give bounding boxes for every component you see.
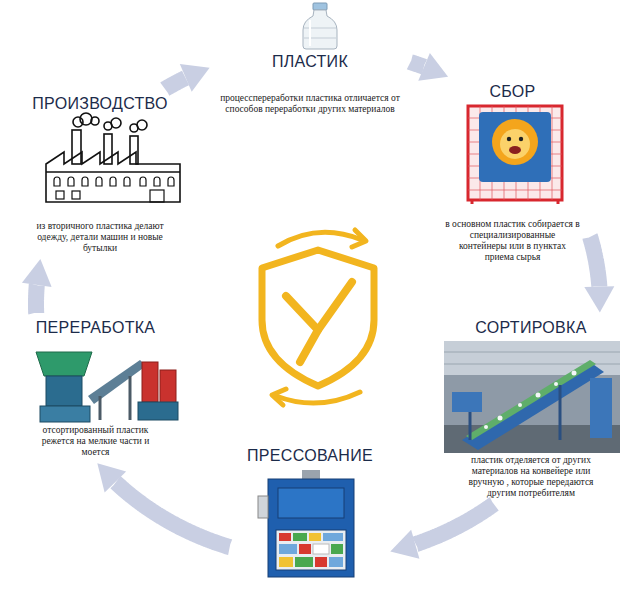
cycle-arc (116, 482, 230, 547)
arrow-head (584, 286, 614, 312)
arrow-head (22, 259, 52, 287)
factory-icon (46, 113, 180, 202)
arrow-head (418, 53, 448, 81)
cycle-arc (590, 237, 599, 287)
cycle-arrow (97, 463, 229, 547)
bottle-icon (303, 3, 337, 49)
cycle-arrow (390, 504, 494, 559)
cycle-arrow (22, 259, 52, 313)
cycle-arc (416, 504, 494, 544)
cycle-arrow (165, 64, 210, 92)
collection-container (468, 106, 562, 204)
stage-title: ПРОИЗВОДСТВО (32, 94, 167, 113)
stage-description: процесспереработки пластика отличается о… (220, 93, 400, 115)
stage-title: СБОР (489, 82, 535, 101)
arrow-head (390, 530, 419, 559)
stage-node: ПРОИЗВОДСТВО из вторичного пластика делаю… (10, 94, 190, 254)
arrow-head (97, 463, 126, 492)
stage-title: ПЕРЕРАБОТКА (36, 318, 156, 337)
arrow-head (180, 64, 210, 92)
stage-node: СБОР в основном пластик собирается в спец… (440, 82, 585, 263)
stage-node: ПЛАСТИК процесспереработки пластика отлич… (215, 2, 405, 115)
sorting-conveyor (444, 341, 620, 453)
stage-title: ПРЕССОВАНИЕ (247, 446, 373, 465)
stage-title: СОРТИРОВКА (475, 318, 586, 337)
cycle-arc (28, 285, 45, 313)
cycle-arrow (584, 237, 614, 313)
stage-description: пластик отделяется от других материалов … (454, 455, 609, 499)
stage-node: СОРТИРОВКА пластик отделяется от других м… (440, 318, 622, 499)
cycle-arrow (410, 53, 448, 81)
stage-node: ПЕРЕРАБОТКА отсортированный пластик режет… (8, 318, 183, 458)
stage-node: ПРЕССОВАНИЕ (235, 446, 385, 577)
stage-description: из вторичного пластика делают одежду, де… (30, 221, 170, 254)
stage-description: отсортированный пластик режется на мелки… (41, 425, 151, 458)
shredding-line (36, 352, 178, 422)
recycle-logo (262, 230, 374, 405)
baling-press (258, 470, 354, 577)
stage-description: в основном пластик собирается в специали… (445, 219, 580, 263)
cycle-arc (410, 62, 424, 67)
cycle-arc (165, 78, 186, 89)
stage-title: ПЛАСТИК (272, 52, 348, 71)
